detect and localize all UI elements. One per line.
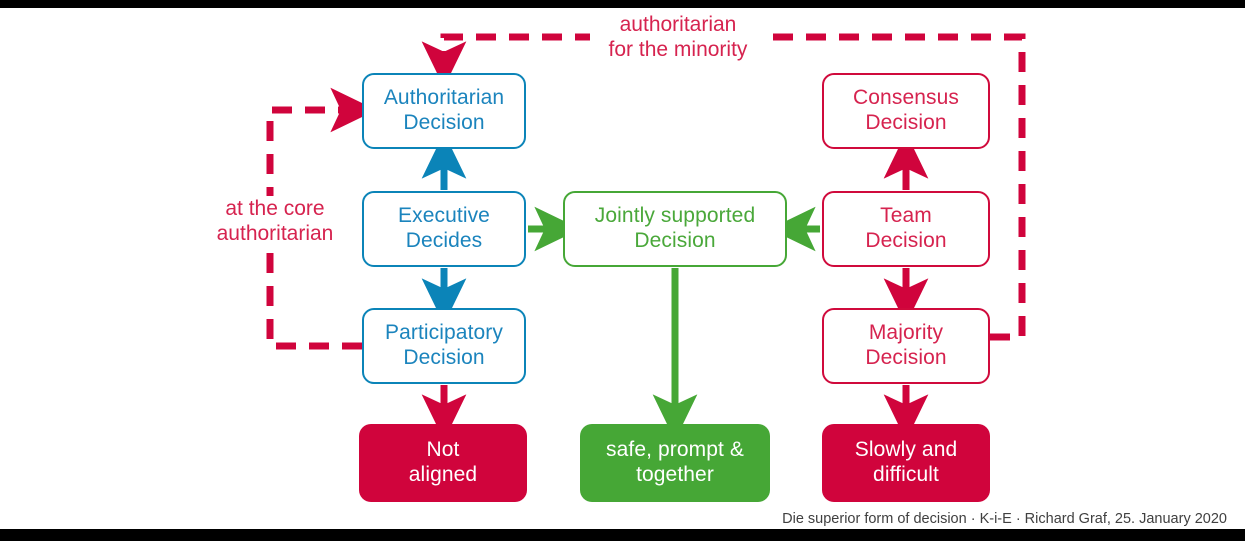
- letterbox-bottom: [0, 529, 1245, 541]
- node-jointly-supported-decision[interactable]: Jointly supported Decision: [563, 191, 787, 267]
- node-team-decision[interactable]: Team Decision: [822, 191, 990, 267]
- letterbox-top: [0, 0, 1245, 8]
- edge-majority-to-authoritarian-dashed: [421, 33, 1026, 341]
- node-safe-prompt-together[interactable]: safe, prompt & together: [580, 424, 770, 502]
- source-caption: Die superior form of decision · K-i-E · …: [782, 511, 1227, 527]
- node-executive-decides[interactable]: Executive Decides: [362, 191, 526, 267]
- node-not-aligned[interactable]: Not aligned: [359, 424, 527, 502]
- annotation-at-the-core-authoritarian: at the core authoritarian: [196, 196, 354, 247]
- node-authoritarian-decision[interactable]: Authoritarian Decision: [362, 73, 526, 149]
- node-participatory-decision[interactable]: Participatory Decision: [362, 308, 526, 384]
- node-majority-decision[interactable]: Majority Decision: [822, 308, 990, 384]
- node-consensus-decision[interactable]: Consensus Decision: [822, 73, 990, 149]
- node-slowly-and-difficult[interactable]: Slowly and difficult: [822, 424, 990, 502]
- annotation-authoritarian-for-the-minority: authoritarian for the minority: [590, 12, 766, 63]
